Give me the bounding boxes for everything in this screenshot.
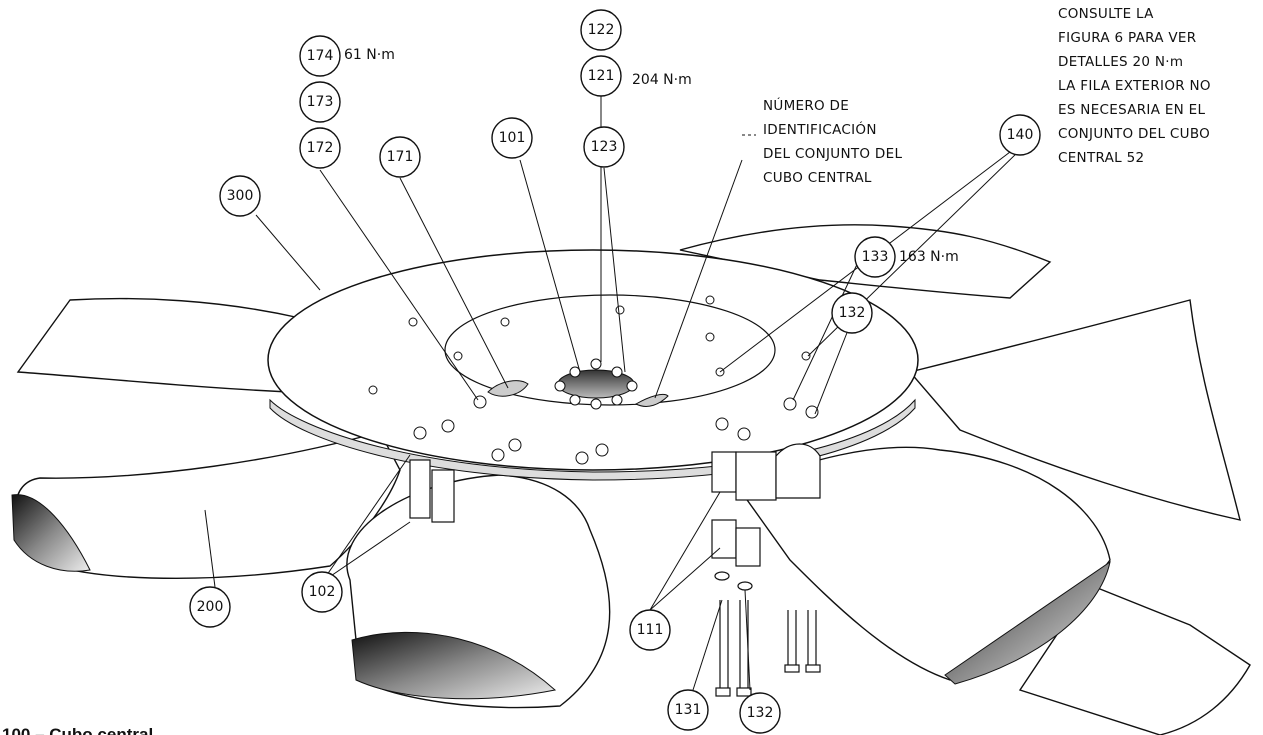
label-171: 171 [387, 149, 414, 165]
fan-blades [15, 224, 1251, 735]
callouts [189, 9, 1041, 734]
blade-front-right [738, 446, 1111, 681]
callout-circle-172 [299, 127, 341, 169]
label-174: 174 [307, 48, 334, 64]
label-173: 173 [307, 94, 334, 110]
note-figure6-line-4: LA FILA EXTERIOR NO [1058, 78, 1211, 94]
label-123: 123 [591, 139, 618, 155]
note-hub-id-line-3: DEL CONJUNTO DEL [763, 146, 902, 162]
callout-circle-140 [999, 114, 1041, 156]
callout-circle-123 [583, 126, 625, 168]
clamp-hardware [409, 443, 821, 697]
torque-121: 204 N·m [632, 72, 692, 88]
blade-openings [11, 494, 1111, 700]
torque-174: 61 N·m [344, 47, 395, 63]
callout-circle-174 [299, 35, 341, 77]
label-200: 200 [197, 599, 224, 615]
callout-labels: 122 121 174 173 172 171 101 123 300 140 … [197, 22, 1034, 721]
callout-circle-131 [667, 689, 709, 731]
note-hub-id-line-1: NÚMERO DE [763, 96, 849, 114]
note-figure6: CONSULTE LA FIGURA 6 PARA VER DETALLES 2… [1058, 6, 1211, 166]
label-122: 122 [588, 22, 615, 38]
label-132-upper: 132 [839, 305, 866, 321]
note-figure6-line-1: CONSULTE LA [1058, 6, 1154, 22]
note-figure6-line-6: CONJUNTO DEL CUBO [1058, 126, 1210, 142]
label-140: 140 [1007, 127, 1034, 143]
label-132-lower: 132 [747, 705, 774, 721]
figure-caption: 100 – Cubo central [2, 725, 153, 735]
label-300: 300 [227, 188, 254, 204]
note-figure6-line-7: CENTRAL 52 [1058, 150, 1144, 166]
label-121: 121 [588, 68, 615, 84]
callout-circle-171 [379, 136, 421, 178]
blade-right [908, 299, 1241, 521]
label-131: 131 [675, 702, 702, 718]
callout-circle-173 [299, 81, 341, 123]
callout-circle-300 [219, 175, 261, 217]
label-172: 172 [307, 140, 334, 156]
label-102: 102 [309, 584, 336, 600]
callout-circle-132b [739, 692, 781, 734]
callout-circle-121 [580, 55, 622, 97]
label-101: 101 [499, 130, 526, 146]
note-hub-id: NÚMERO DE IDENTIFICACIÓN DEL CONJUNTO DE… [742, 96, 902, 186]
note-hub-id-line-2: IDENTIFICACIÓN [763, 120, 877, 138]
callout-circle-102 [301, 571, 343, 613]
blade-upper-left [16, 297, 301, 393]
callout-circle-200 [189, 586, 231, 628]
callout-circle-132a [831, 292, 873, 334]
note-hub-id-line-4: CUBO CENTRAL [763, 170, 872, 186]
label-111: 111 [637, 622, 664, 638]
torque-labels: 61 N·m 204 N·m 163 N·m [344, 47, 959, 265]
callout-circle-101 [491, 117, 533, 159]
callout-circle-133 [854, 236, 896, 278]
note-figure6-line-5: ES NECESARIA EN EL [1058, 102, 1205, 118]
torque-133: 163 N·m [899, 249, 959, 265]
label-133: 133 [862, 249, 889, 265]
callout-circle-111 [629, 609, 671, 651]
note-figure6-line-2: FIGURA 6 PARA VER [1058, 30, 1196, 46]
callout-circle-122 [580, 9, 622, 51]
note-figure6-line-3: DETALLES 20 N·m [1058, 54, 1183, 70]
